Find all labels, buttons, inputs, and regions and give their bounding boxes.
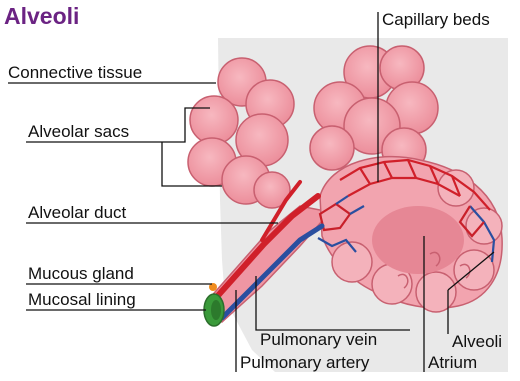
label-mucosal-lining: Mucosal lining <box>28 290 136 310</box>
label-pulmonary-artery: Pulmonary artery <box>240 353 369 373</box>
label-mucous-gland: Mucous gland <box>28 264 134 284</box>
label-alveolar-duct: Alveolar duct <box>28 203 126 223</box>
label-alveolar-sacs: Alveolar sacs <box>28 122 129 142</box>
label-atrium: Atrium <box>428 353 477 373</box>
diagram-title: Alveoli <box>4 2 79 30</box>
label-alveoli: Alveoli <box>452 332 502 352</box>
label-capillary-beds: Capillary beds <box>382 10 490 30</box>
mucosal-lining-inner <box>211 300 221 320</box>
label-connective-tissue: Connective tissue <box>8 63 142 83</box>
label-pulmonary-vein: Pulmonary vein <box>260 330 377 350</box>
